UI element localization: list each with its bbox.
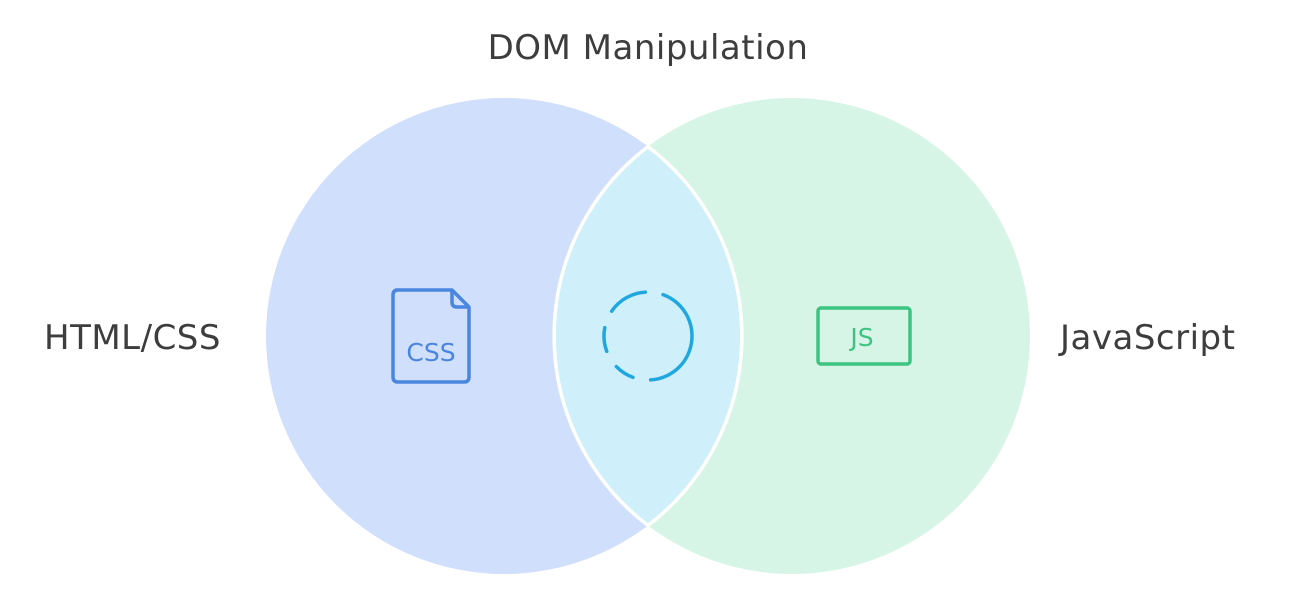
dashed-circle-icon xyxy=(602,290,694,382)
set-label-javascript: JavaScript xyxy=(1060,318,1236,358)
js-badge-icon: JS xyxy=(816,306,912,366)
css-file-icon: CSS xyxy=(391,288,471,384)
intersection-region xyxy=(554,98,742,574)
intersection-label: DOM Manipulation xyxy=(487,28,809,68)
intersection-outline xyxy=(552,144,744,528)
set-label-html-css: HTML/CSS xyxy=(44,318,221,358)
js-icon-text: JS xyxy=(848,323,873,352)
css-icon-text: CSS xyxy=(406,338,455,367)
